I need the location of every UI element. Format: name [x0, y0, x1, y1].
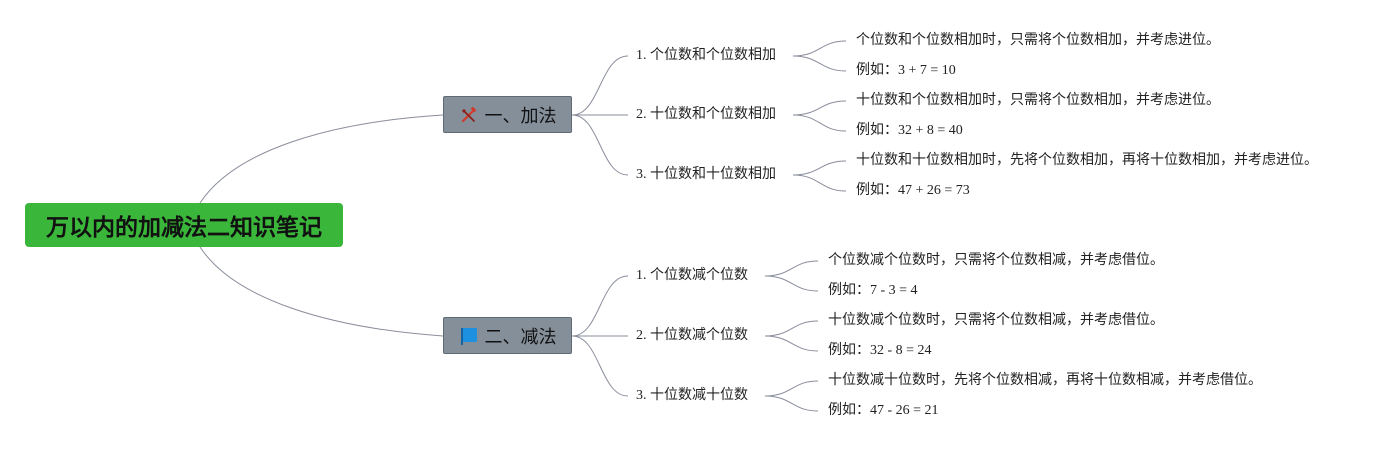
leaf-subtraction-3-example[interactable]: 例如：47 - 26 = 21: [828, 403, 939, 418]
link-subtraction-sub3: [571, 335, 629, 397]
link-add1-example: [792, 55, 847, 72]
link-root-subtraction: [199, 246, 444, 337]
leaf-addition-1-example[interactable]: 例如：3 + 7 = 10: [856, 63, 956, 78]
branch-addition-title: 一、加法: [484, 105, 557, 127]
link-add3-example: [792, 174, 847, 192]
link-sub2-rule: [764, 320, 819, 337]
flag-icon: [459, 326, 479, 346]
leaf-subtraction-1-example[interactable]: 例如：7 - 3 = 4: [828, 283, 918, 298]
link-add1-rule: [792, 40, 847, 57]
subtopic-subtraction-3[interactable]: 3. 十位数减十位数: [636, 388, 748, 403]
subtopic-addition-2[interactable]: 2. 十位数和个位数相加: [636, 107, 776, 122]
link-add2-example: [792, 114, 847, 132]
root-topic-title: 万以内的加减法二知识笔记: [46, 215, 322, 241]
leaf-addition-2-example[interactable]: 例如：32 + 8 = 40: [856, 123, 963, 138]
link-sub2-example: [764, 335, 819, 352]
tools-icon: [459, 105, 479, 125]
link-root-addition: [199, 114, 444, 204]
leaf-subtraction-2-rule[interactable]: 十位数减个位数时，只需将个位数相减，并考虑借位。: [828, 313, 1164, 328]
subtopic-addition-3[interactable]: 3. 十位数和十位数相加: [636, 167, 776, 182]
leaf-addition-2-rule[interactable]: 十位数和个位数相加时，只需将个位数相加，并考虑进位。: [856, 93, 1220, 108]
link-subtraction-sub1: [571, 275, 629, 337]
link-sub1-rule: [764, 260, 819, 277]
link-addition-sub1: [571, 55, 629, 116]
leaf-addition-3-example[interactable]: 例如：47 + 26 = 73: [856, 183, 970, 198]
link-sub3-rule: [764, 380, 819, 397]
root-topic[interactable]: 万以内的加减法二知识笔记: [25, 203, 343, 247]
link-addition-sub3: [571, 114, 629, 176]
link-add3-rule: [792, 160, 847, 176]
subtopic-subtraction-1[interactable]: 1. 个位数减个位数: [636, 268, 748, 283]
link-sub1-example: [764, 275, 819, 292]
subtopic-addition-1[interactable]: 1. 个位数和个位数相加: [636, 48, 776, 63]
branch-addition[interactable]: 一、加法: [443, 96, 572, 133]
leaf-subtraction-2-example[interactable]: 例如：32 - 8 = 24: [828, 343, 932, 358]
leaf-subtraction-3-rule[interactable]: 十位数减十位数时，先将个位数相减，再将十位数相减，并考虑借位。: [828, 373, 1262, 388]
leaf-addition-1-rule[interactable]: 个位数和个位数相加时，只需将个位数相加，并考虑进位。: [856, 33, 1220, 48]
subtopic-subtraction-2[interactable]: 2. 十位数减个位数: [636, 328, 748, 343]
branch-subtraction[interactable]: 二、减法: [443, 317, 572, 354]
branch-subtraction-title: 二、减法: [484, 326, 557, 348]
leaf-addition-3-rule[interactable]: 十位数和十位数相加时，先将个位数相加，再将十位数相加，并考虑进位。: [856, 153, 1318, 168]
link-sub3-example: [764, 395, 819, 412]
leaf-subtraction-1-rule[interactable]: 个位数减个位数时，只需将个位数相减，并考虑借位。: [828, 253, 1164, 268]
link-add2-rule: [792, 100, 847, 116]
